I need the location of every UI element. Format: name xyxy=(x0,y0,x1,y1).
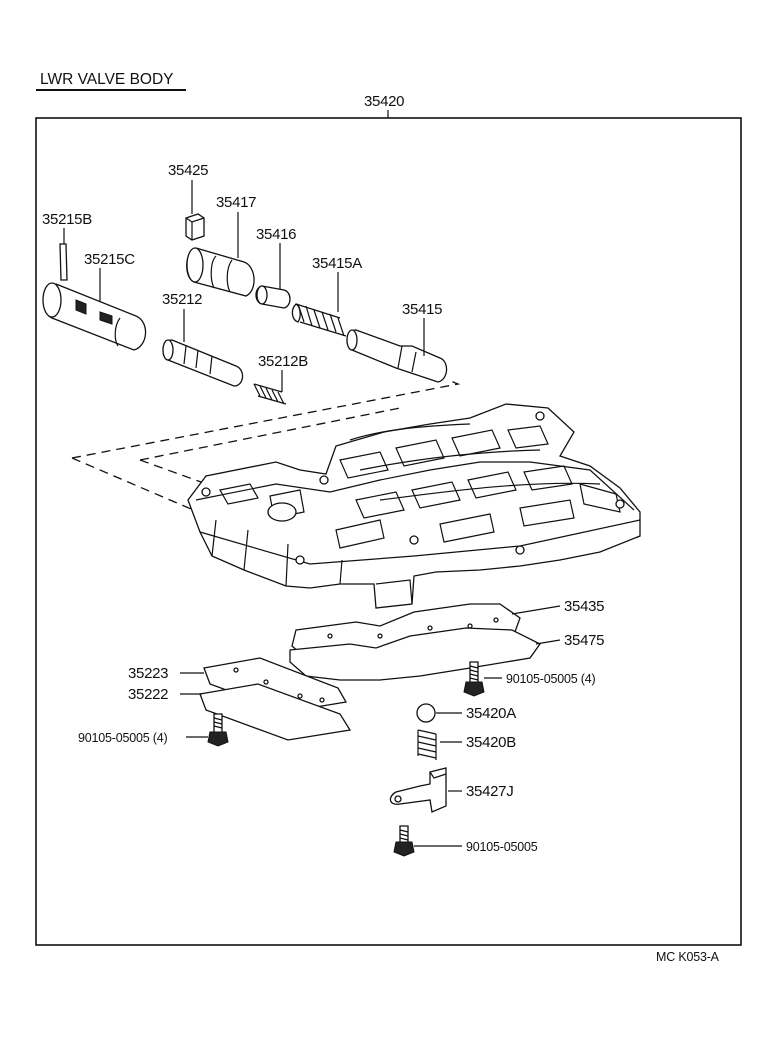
part-35420B xyxy=(417,729,437,760)
part-bolt-right xyxy=(463,661,485,697)
assembly-dash-line-left xyxy=(71,457,199,513)
label-90105-left: 90105-05005 (4) xyxy=(78,731,167,745)
part-35420A xyxy=(416,703,436,723)
label-35215C: 35215C xyxy=(84,251,135,268)
part-35212B xyxy=(253,383,287,405)
lower-valve-body xyxy=(187,403,641,609)
label-35435: 35435 xyxy=(564,598,604,615)
label-35223: 35223 xyxy=(128,665,168,682)
label-90105-bottom: 90105-05005 xyxy=(466,840,538,854)
part-35212 xyxy=(162,339,244,387)
label-35420B: 35420B xyxy=(466,734,516,751)
part-35427J xyxy=(389,767,447,813)
part-35416 xyxy=(255,285,291,309)
label-35425: 35425 xyxy=(168,162,208,179)
part-35475 xyxy=(289,627,541,681)
label-35415: 35415 xyxy=(402,301,442,318)
part-35417 xyxy=(186,247,255,297)
leader-35435 xyxy=(511,605,561,615)
label-35215B: 35215B xyxy=(42,211,92,228)
leader-35475 xyxy=(535,639,561,645)
label-35427J: 35427J xyxy=(466,783,513,800)
label-35212B: 35212B xyxy=(258,353,308,370)
figure-code: MC K053-A xyxy=(656,950,720,964)
part-35215B xyxy=(59,243,68,281)
label-35420A: 35420A xyxy=(466,705,516,722)
assembly-number: 35420 xyxy=(364,93,404,110)
part-35425 xyxy=(185,213,205,241)
label-35475: 35475 xyxy=(564,632,604,649)
label-35416: 35416 xyxy=(256,226,296,243)
part-bolt-left xyxy=(207,713,229,747)
label-90105-right: 90105-05005 (4) xyxy=(506,672,595,686)
part-35415 xyxy=(346,329,448,383)
part-35222 xyxy=(199,683,352,741)
assembly-frame xyxy=(35,117,742,946)
part-bolt-bottom xyxy=(393,825,415,857)
part-35215C xyxy=(42,282,147,351)
part-35415A xyxy=(291,303,347,337)
label-35417: 35417 xyxy=(216,194,256,211)
assembly-dash-line-outer xyxy=(71,379,461,459)
label-35212: 35212 xyxy=(162,291,202,308)
part-35223 xyxy=(203,657,348,713)
label-35415A: 35415A xyxy=(312,255,362,272)
diagram-title: LWR VALVE BODY xyxy=(40,71,174,88)
label-35222: 35222 xyxy=(128,686,168,703)
